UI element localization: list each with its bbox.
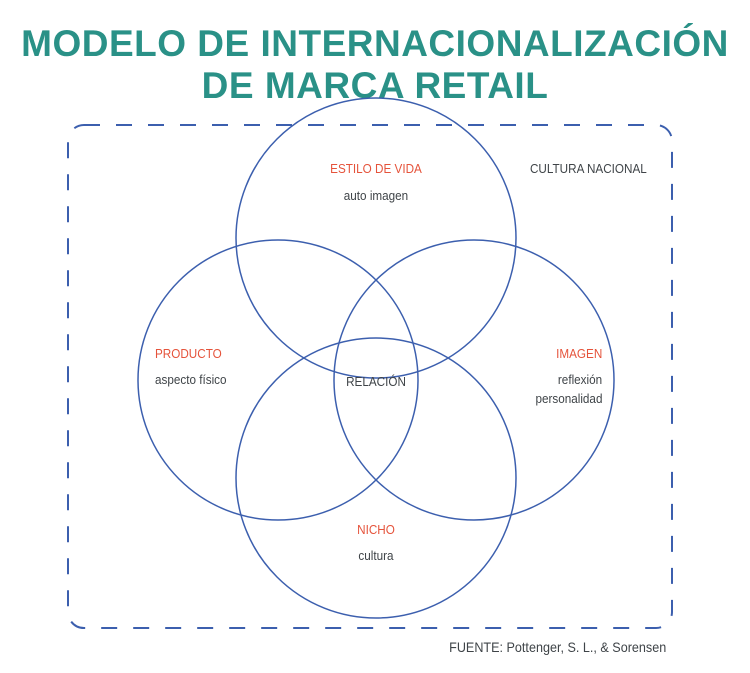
lifestyle-title: ESTILO DE VIDA [330, 161, 422, 176]
product-subtitle: aspecto físico [155, 372, 227, 387]
source-note: FUENTE: Pottenger, S. L., & Sorensen [448, 639, 666, 655]
niche-subtitle: cultura [358, 548, 394, 563]
image-title: IMAGEN [555, 346, 602, 361]
image-subtitle-1: reflexión [557, 372, 602, 387]
circle-niche [235, 337, 517, 619]
circle-image [333, 239, 615, 521]
product-title: PRODUCTO [155, 346, 222, 361]
circle-product [137, 239, 419, 521]
relation-label: RELACIÓN [346, 374, 406, 389]
national-culture-boundary [67, 124, 673, 629]
niche-title: NICHO [357, 522, 395, 537]
national-culture-label: CULTURA NACIONAL [530, 161, 647, 176]
diagram-title-line-1: MODELO DE INTERNACIONALIZACIÓN [21, 23, 729, 64]
image-subtitle-2: personalidad [534, 391, 602, 406]
diagram-title-line-2: DE MARCA RETAIL [201, 65, 549, 106]
circle-lifestyle [235, 97, 517, 379]
lifestyle-subtitle: auto imagen [343, 188, 409, 203]
